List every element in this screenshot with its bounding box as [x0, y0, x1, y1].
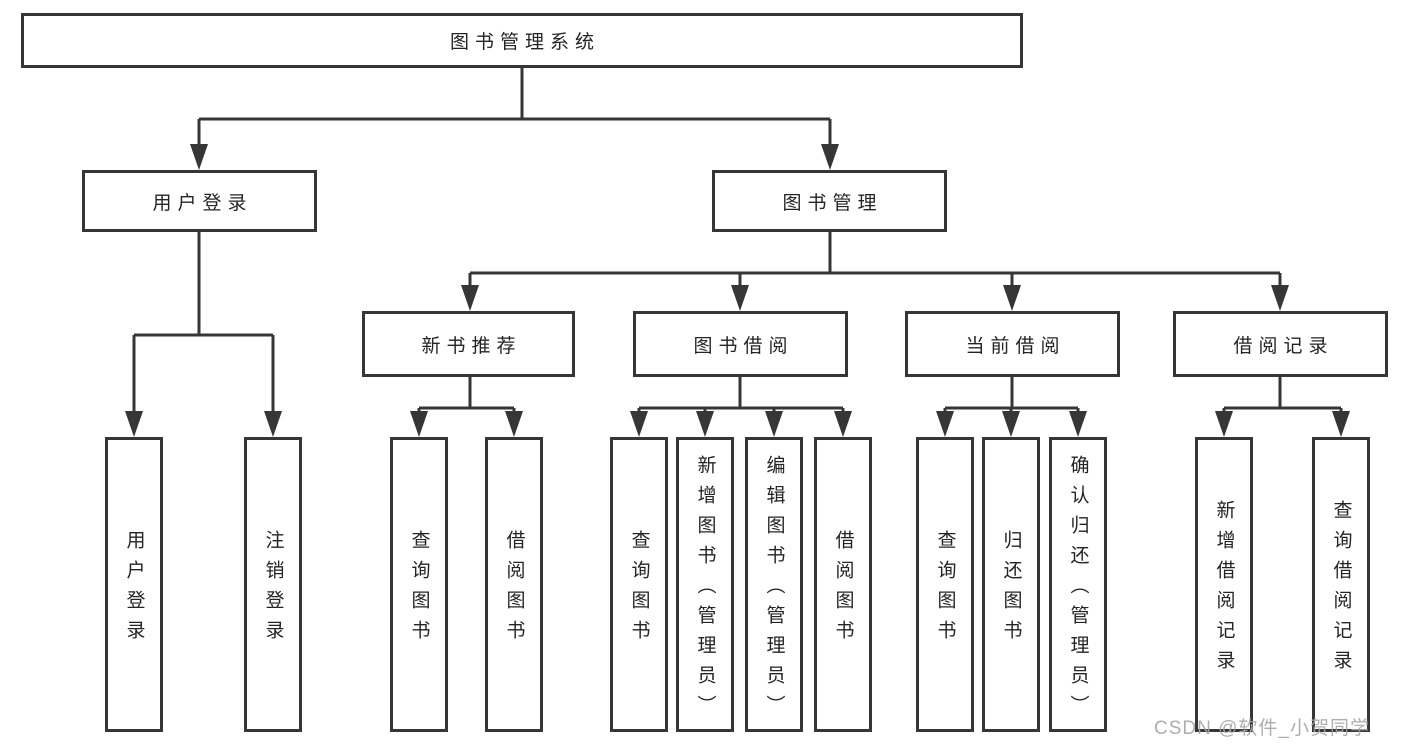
leaf-newbooks-borrow-books-label: 借阅图书 — [503, 530, 525, 650]
leaf-logout: 注销登录 — [244, 437, 302, 732]
connector-user-login-branch — [132, 232, 275, 416]
leaf-records-query-record-label: 查询借阅记录 — [1330, 500, 1352, 680]
node-user-login-label: 用户登录 — [152, 192, 253, 214]
leaf-user-login-label: 用户登录 — [123, 530, 145, 650]
leaf-borrow-query-books-label: 查询图书 — [628, 530, 650, 650]
leaf-user-login: 用户登录 — [105, 437, 163, 732]
leaf-newbooks-query-books: 查询图书 — [390, 437, 448, 732]
arrowheads-borrow-records-branch — [1215, 411, 1350, 437]
leaf-borrow-query-books: 查询图书 — [610, 437, 668, 732]
leaf-borrow-add-books-admin: 新增图书（管理员） — [676, 437, 734, 732]
leaf-logout-label: 注销登录 — [262, 530, 284, 650]
leaf-current-confirm-return-admin-label: 确认归还（管理员） — [1067, 455, 1089, 725]
connector-book-management-branch — [468, 232, 1282, 290]
node-current-borrow: 当前借阅 — [905, 311, 1120, 377]
leaf-borrow-edit-books-admin-label: 编辑图书（管理员） — [763, 455, 785, 725]
node-new-book-recommend: 新书推荐 — [362, 311, 575, 377]
connector-current-borrow-branch — [943, 377, 1080, 416]
node-book-management-label: 图书管理 — [782, 192, 883, 214]
arrowheads-user-login-branch — [125, 411, 282, 437]
leaf-borrow-borrow-books-label: 借阅图书 — [832, 530, 854, 650]
arrowheads-root — [190, 144, 839, 170]
leaf-current-query-books-label: 查询图书 — [934, 530, 956, 650]
connector-new-book-branch — [417, 377, 516, 416]
leaf-records-query-record: 查询借阅记录 — [1312, 437, 1370, 732]
connector-borrow-records-branch — [1222, 377, 1343, 416]
node-borrow-records-label: 借阅记录 — [1233, 335, 1334, 357]
leaf-borrow-add-books-admin-label: 新增图书（管理员） — [694, 455, 716, 725]
leaf-records-add-record: 新增借阅记录 — [1195, 437, 1253, 732]
leaf-newbooks-query-books-label: 查询图书 — [408, 530, 430, 650]
arrowheads-new-book-branch — [410, 411, 523, 437]
leaf-borrow-borrow-books: 借阅图书 — [814, 437, 872, 732]
leaf-current-confirm-return-admin: 确认归还（管理员） — [1049, 437, 1107, 732]
leaf-borrow-edit-books-admin: 编辑图书（管理员） — [745, 437, 803, 732]
node-new-book-recommend-label: 新书推荐 — [421, 335, 522, 357]
node-book-borrow: 图书借阅 — [633, 311, 848, 377]
arrowheads-book-borrow-branch — [630, 411, 852, 437]
node-root-system: 图书管理系统 — [21, 13, 1023, 68]
node-user-login: 用户登录 — [82, 170, 317, 232]
node-book-borrow-label: 图书借阅 — [693, 335, 794, 357]
leaf-newbooks-borrow-books: 借阅图书 — [485, 437, 543, 732]
arrowheads-current-borrow-branch — [936, 411, 1087, 437]
leaf-records-add-record-label: 新增借阅记录 — [1213, 500, 1235, 680]
leaf-current-query-books: 查询图书 — [916, 437, 974, 732]
connector-book-borrow-branch — [637, 377, 845, 416]
node-current-borrow-label: 当前借阅 — [965, 335, 1066, 357]
node-borrow-records: 借阅记录 — [1173, 311, 1388, 377]
leaf-current-return-books-label: 归还图书 — [1000, 530, 1022, 650]
node-book-management: 图书管理 — [712, 170, 947, 232]
node-root-system-label: 图书管理系统 — [449, 32, 600, 53]
connector-root — [197, 67, 832, 150]
leaf-current-return-books: 归还图书 — [982, 437, 1040, 732]
arrowheads-book-management-branch — [461, 285, 1289, 311]
